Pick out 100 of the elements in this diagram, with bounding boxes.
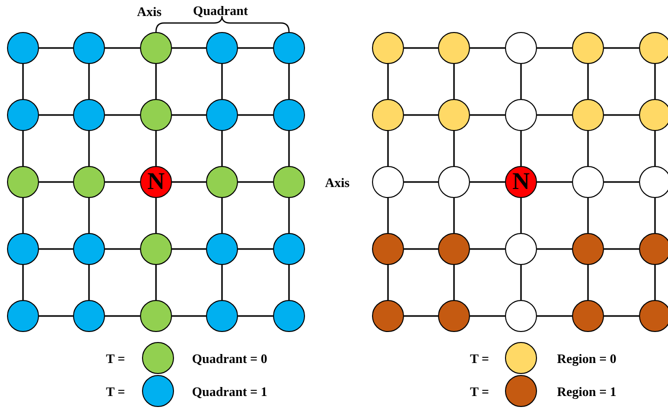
node-circle <box>505 300 537 332</box>
connector-line <box>453 265 455 300</box>
connector-line <box>654 198 656 233</box>
connector-line <box>453 198 455 233</box>
node-circle <box>572 32 604 64</box>
node-circle <box>73 32 105 64</box>
node-circle <box>7 233 39 265</box>
connector-line <box>88 265 90 300</box>
node-circle <box>639 166 668 198</box>
connector-line <box>537 248 572 250</box>
node-circle <box>7 300 39 332</box>
connector-line <box>155 198 157 233</box>
connector-line <box>654 265 656 300</box>
connector-line <box>22 265 24 300</box>
connector-line <box>39 315 73 317</box>
node-circle <box>73 99 105 131</box>
connector-line <box>654 64 656 99</box>
connector-line <box>520 64 522 99</box>
connector-line <box>238 315 273 317</box>
connector-line <box>105 47 140 49</box>
equation-label: T = <box>106 351 126 367</box>
connector-line <box>404 114 438 116</box>
equation-label: T = <box>470 351 490 367</box>
connector-line <box>654 131 656 166</box>
connector-line <box>587 265 589 300</box>
connector-line <box>604 248 639 250</box>
connector-line <box>404 315 438 317</box>
node-circle <box>572 300 604 332</box>
connector-line <box>172 47 206 49</box>
connector-line <box>39 47 73 49</box>
connector-line <box>22 131 24 166</box>
connector-line <box>520 131 522 166</box>
connector-line <box>470 315 505 317</box>
connector-line <box>39 181 73 183</box>
connector-line <box>587 64 589 99</box>
connector-line <box>453 64 455 99</box>
connector-line <box>387 64 389 99</box>
connector-line <box>172 114 206 116</box>
node-circle <box>438 99 470 131</box>
connector-line <box>537 315 572 317</box>
legend-label: Quadrant = 1 <box>192 384 268 400</box>
node-circle: N <box>505 166 537 198</box>
connector-line <box>288 198 290 233</box>
connector-line <box>105 181 140 183</box>
connector-line <box>155 64 157 99</box>
connector-line <box>39 248 73 250</box>
legend-label: Region = 0 <box>557 351 616 367</box>
connector-line <box>238 114 273 116</box>
node-circle <box>273 300 305 332</box>
axis-label: Axis <box>325 175 350 191</box>
connector-line <box>172 181 206 183</box>
connector-line <box>105 114 140 116</box>
connector-line <box>39 114 73 116</box>
connector-line <box>238 248 273 250</box>
connector-line <box>453 131 455 166</box>
connector-line <box>22 64 24 99</box>
connector-line <box>604 181 639 183</box>
connector-line <box>172 315 206 317</box>
connector-line <box>155 131 157 166</box>
connector-line <box>288 265 290 300</box>
connector-line <box>238 47 273 49</box>
connector-line <box>404 47 438 49</box>
node-circle <box>505 233 537 265</box>
connector-line <box>387 265 389 300</box>
node-circle <box>206 300 238 332</box>
connector-line <box>238 181 273 183</box>
connector-line <box>404 248 438 250</box>
node-circle <box>372 99 404 131</box>
connector-line <box>470 181 505 183</box>
node-circle <box>206 99 238 131</box>
node-circle <box>206 32 238 64</box>
node-circle <box>206 166 238 198</box>
node-circle <box>639 99 668 131</box>
connector-line <box>105 315 140 317</box>
connector-line <box>172 248 206 250</box>
node-circle <box>273 99 305 131</box>
axis-label: Axis <box>137 4 162 20</box>
node-circle <box>140 32 172 64</box>
connector-line <box>537 181 572 183</box>
connector-line <box>221 198 223 233</box>
node-circle <box>372 300 404 332</box>
connector-line <box>221 64 223 99</box>
node-circle <box>73 166 105 198</box>
node-circle <box>572 99 604 131</box>
connector-line <box>387 198 389 233</box>
connector-line <box>470 114 505 116</box>
connector-line <box>387 131 389 166</box>
node-circle <box>7 166 39 198</box>
connector-line <box>404 181 438 183</box>
node-circle <box>372 233 404 265</box>
node-circle <box>140 300 172 332</box>
connector-line <box>470 248 505 250</box>
connector-line <box>587 198 589 233</box>
quadrant-label: Quadrant <box>193 3 248 19</box>
node-circle <box>572 233 604 265</box>
connector-line <box>520 265 522 300</box>
connector-line <box>221 265 223 300</box>
node-circle <box>639 32 668 64</box>
connector-line <box>22 198 24 233</box>
equation-label: T = <box>106 384 126 400</box>
